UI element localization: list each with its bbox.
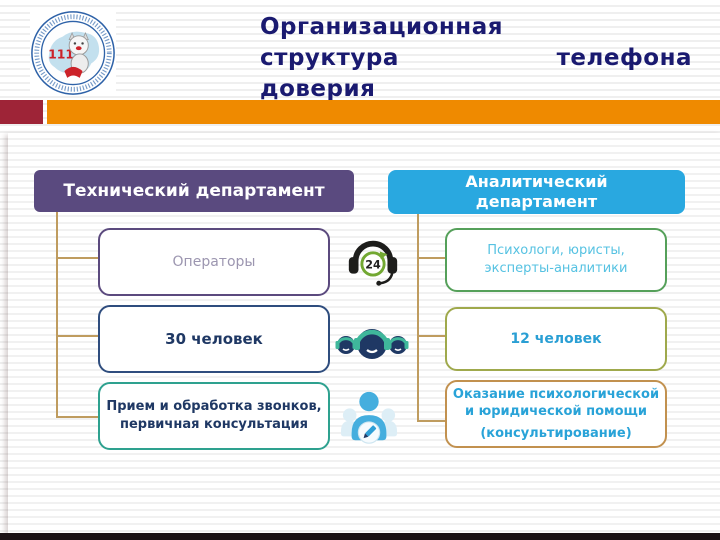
left-branch-stub-3	[57, 416, 98, 418]
logo-emblem-icon: 111	[31, 11, 115, 95]
left-branch-stub-1	[57, 257, 98, 259]
box-operators: Операторы	[98, 228, 330, 296]
dept-header-analytical: Аналитический департамент	[388, 170, 685, 214]
slide-title-line2: структура телефона	[260, 45, 692, 71]
helpline-111-logo: 111	[30, 10, 116, 96]
orange-divider-bar	[47, 100, 720, 124]
dept-header-technical: Технический департамент	[34, 170, 354, 212]
24-hour-support-icon: 24	[344, 230, 402, 294]
right-branch-stub-1	[418, 257, 445, 259]
right-branch-stub-2	[418, 335, 445, 337]
right-branch-stub-3	[418, 420, 445, 422]
box-psychological-legal-help: Оказание психологической и юридической п…	[445, 380, 667, 448]
box-psychologists-lawyers: Психологи, юристы, эксперты-аналитики	[445, 228, 667, 292]
person-edit-icon	[340, 388, 398, 450]
left-branch-stub-2	[57, 335, 98, 337]
slide-title-line3: доверия	[260, 76, 376, 102]
svg-text:111: 111	[48, 47, 74, 62]
call-center-operators-icon	[333, 320, 411, 366]
footer-bar	[0, 533, 720, 540]
box-30-people: 30 человек	[98, 305, 330, 373]
box-call-processing: Прием и обработка звонков, первичная кон…	[98, 382, 330, 450]
box-12-people: 12 человек	[445, 307, 667, 371]
right-branch-vertical-line	[417, 214, 419, 422]
maroon-accent-block	[0, 100, 43, 124]
slide-title-line1: Организационная	[260, 14, 503, 40]
slide-title: Организационная структура телефона довер…	[260, 12, 692, 105]
left-branch-vertical-line	[56, 212, 58, 418]
svg-text:24: 24	[365, 258, 381, 271]
